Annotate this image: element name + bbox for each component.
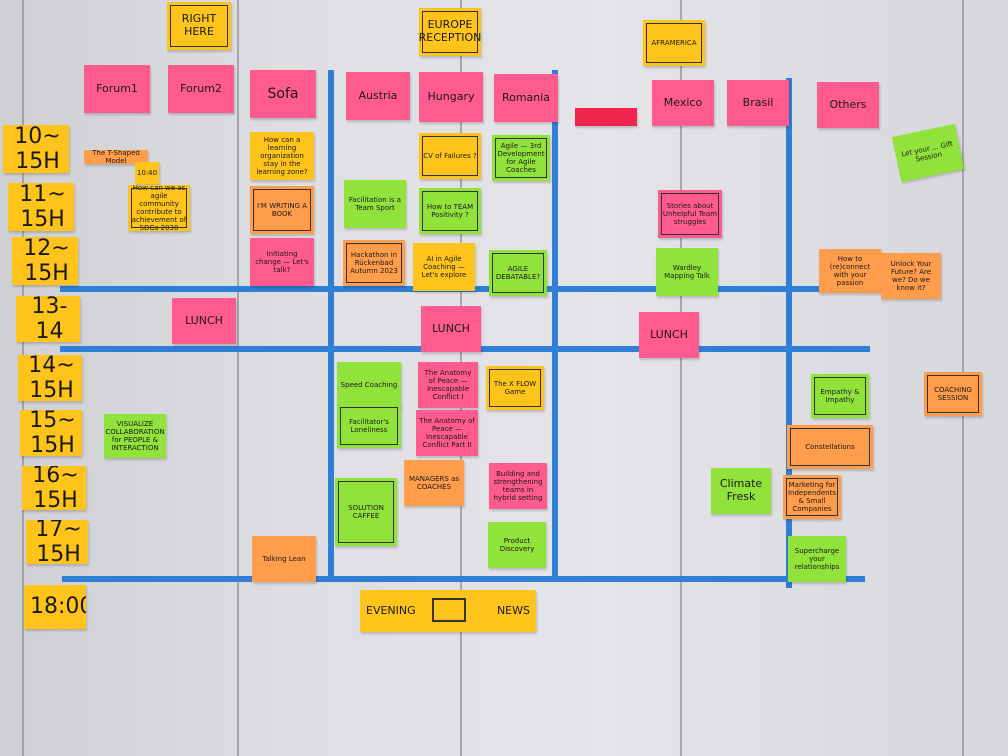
session-note: SOLUTION CAFFEE <box>335 478 397 546</box>
session-note: AGILE DEBATABLE? <box>489 250 547 296</box>
session-note: 10:40 <box>135 162 159 184</box>
session-note: AI in Agile Coaching — Let's explore <box>413 243 475 291</box>
header-right-here: RIGHT HERE <box>167 2 231 50</box>
blue-tape-line <box>328 70 334 580</box>
evening-news-note: EVENING NEWS <box>360 590 536 632</box>
session-note: Wardley Mapping Talk <box>656 248 718 296</box>
session-note: Talking Lean <box>252 536 316 582</box>
room-austria: Austria <box>346 72 410 120</box>
time-16: 16~ 15H <box>22 466 86 510</box>
blue-tape-line <box>62 576 865 582</box>
news-label: NEWS <box>496 603 530 617</box>
session-note: VISUALIZE COLLABORATION for PEOPLE & INT… <box>104 414 166 458</box>
room-sofa: Sofa <box>250 70 316 118</box>
blue-tape-line <box>60 286 890 292</box>
lunch-note: LUNCH <box>172 298 236 344</box>
session-note: Marketing for Independents & Small Compa… <box>783 475 841 519</box>
session-note: Agile — 3rd Development for Agile Coache… <box>492 135 550 181</box>
session-note: How can we as agile community contribute… <box>128 185 190 231</box>
evening-label: EVENING <box>366 603 416 617</box>
lunch-note: LUNCH <box>639 312 699 358</box>
session-note: How can a learning organization stay in … <box>250 132 314 180</box>
session-note: Unlock Your Future? Are we? Do we know i… <box>881 253 941 299</box>
room-hungary: Hungary <box>419 72 483 122</box>
cabinet-seam <box>237 0 239 756</box>
time-13-14: 13-14 <box>16 296 80 342</box>
session-note: The X FLOW Game <box>486 366 544 410</box>
session-note: How to (re)connect with your passion <box>819 249 881 293</box>
time-14: 14~ 15H <box>18 355 82 401</box>
cabinet-seam <box>680 0 682 756</box>
tv-icon <box>432 598 466 622</box>
session-note: Initiating change — Let's talk? <box>250 238 314 286</box>
session-note: Facilitator's Loneliness <box>337 404 401 448</box>
session-note: Speed Coaching <box>337 362 401 408</box>
session-note: The Anatomy of Peace — Inescapable Confl… <box>418 362 478 408</box>
room-brasil: Brasil <box>727 80 789 126</box>
session-note: Supercharge your relationships <box>788 536 846 582</box>
session-note: Hackathon in Rückenbad Autumn 2023 <box>343 240 405 286</box>
time-12: 12~ 15H <box>12 237 78 285</box>
session-note: COACHING SESSION <box>924 372 982 416</box>
session-note: Stories about Unhelpful Team struggles <box>658 190 722 238</box>
session-note: How to TEAM Positivity ? <box>419 188 481 234</box>
header-aframerica: AFRAMERICA <box>643 20 705 66</box>
session-note: The T-Shaped Model <box>84 150 148 164</box>
header-europe: EUROPE (RECEPTION) <box>419 8 481 56</box>
session-note: I'M WRITING A BOOK <box>250 186 314 234</box>
red-strip <box>575 108 637 126</box>
time-18: 18:00 <box>24 585 86 629</box>
time-10: 10~ 15H <box>3 125 69 173</box>
room-others: Others <box>817 82 879 128</box>
session-note: Empathy & Impathy <box>811 374 869 418</box>
session-note: Building and strengthening teams in hybr… <box>489 463 547 509</box>
time-15: 15~ 15H <box>20 410 82 456</box>
blue-tape-line <box>552 70 558 582</box>
session-note: Facilitation is a Team Sport <box>344 180 406 228</box>
session-note: The Anatomy of Peace — Inescapable Confl… <box>416 410 478 456</box>
session-note: Let your ... Gift Session <box>891 123 965 183</box>
room-forum2: Forum2 <box>168 65 234 113</box>
session-note: MANAGERS as COACHES <box>404 460 464 506</box>
session-note: Constellations <box>787 425 873 469</box>
room-mexico: Mexico <box>652 80 714 126</box>
room-romania: Romania <box>494 74 558 122</box>
lunch-note: LUNCH <box>421 306 481 352</box>
session-note: Product Discovery <box>488 522 546 568</box>
time-11: 11~ 15H <box>8 183 74 231</box>
time-17: 17~ 15H <box>26 520 88 564</box>
blue-tape-line <box>786 78 792 588</box>
session-note: Climate Fresk <box>711 468 771 514</box>
session-note: CV of Failures ? <box>419 133 481 179</box>
room-forum1: Forum1 <box>84 65 150 113</box>
